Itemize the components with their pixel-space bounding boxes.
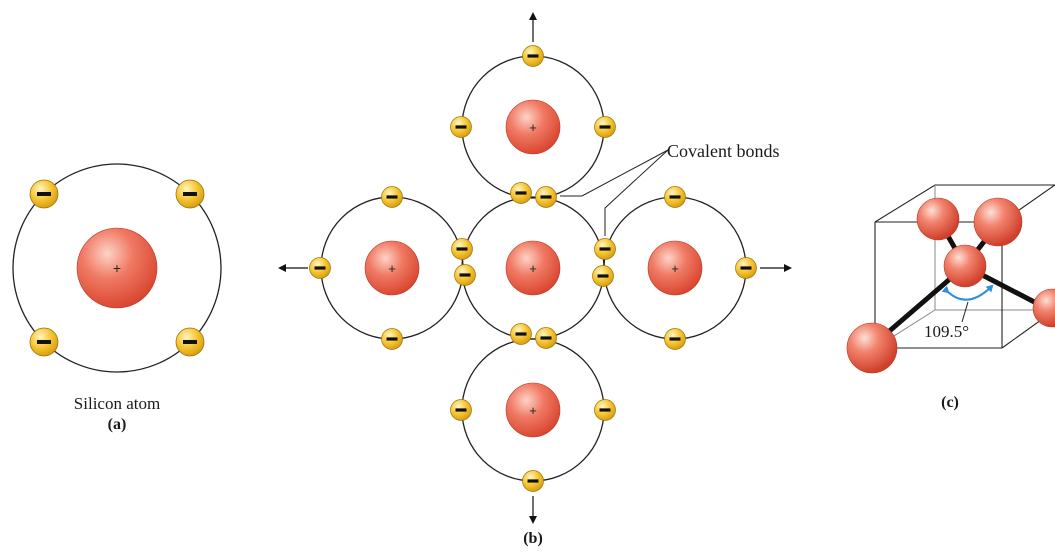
valence-electron bbox=[510, 323, 532, 345]
valence-electron bbox=[594, 238, 616, 260]
valence-electron bbox=[594, 116, 616, 138]
silicon-atom-sphere-center bbox=[943, 244, 987, 288]
bond-angle-label: 109.5° bbox=[922, 322, 972, 342]
nucleus-center: + bbox=[505, 240, 561, 296]
valence-electron bbox=[522, 470, 544, 492]
valence-electron bbox=[522, 45, 544, 67]
valence-electron bbox=[664, 328, 686, 350]
panel-a-silicon-atom: + bbox=[12, 163, 222, 373]
valence-electron bbox=[29, 179, 59, 209]
valence-electron bbox=[594, 399, 616, 421]
bond-angle-arc bbox=[941, 284, 994, 301]
valence-electron bbox=[450, 399, 472, 421]
covalent-bonds-label: Covalent bonds bbox=[667, 141, 780, 161]
panel-b-covalent-lattice: + + + + + bbox=[278, 12, 792, 524]
bond-leader-line bbox=[604, 149, 669, 236]
svg-text:+: + bbox=[671, 261, 679, 276]
nucleus bbox=[76, 227, 158, 309]
valence-electron bbox=[535, 327, 557, 349]
silicon-atom-sphere bbox=[973, 197, 1023, 247]
silicon-atom-sphere bbox=[916, 197, 960, 241]
nucleus-left: + bbox=[364, 240, 420, 296]
orbit-shell bbox=[12, 163, 222, 373]
svg-text:+: + bbox=[529, 403, 537, 418]
angle-leader-line bbox=[961, 301, 969, 323]
bond-leader-line bbox=[560, 149, 669, 197]
nucleus-top: + bbox=[505, 99, 561, 155]
valence-electron bbox=[381, 328, 403, 350]
valence-electron bbox=[735, 257, 757, 279]
valence-electron bbox=[29, 327, 59, 357]
valence-electron bbox=[309, 257, 331, 279]
valence-electron bbox=[381, 186, 403, 208]
valence-electron bbox=[175, 327, 205, 357]
valence-electron bbox=[451, 238, 473, 260]
svg-text:+: + bbox=[529, 120, 537, 135]
svg-text:+: + bbox=[388, 261, 396, 276]
valence-electron bbox=[175, 179, 205, 209]
nucleus-plus-sign: + bbox=[113, 260, 121, 276]
valence-electron bbox=[450, 116, 472, 138]
silicon-atom-sphere bbox=[1032, 288, 1055, 328]
valence-electron bbox=[454, 264, 476, 286]
panel-a-tag: (a) bbox=[107, 416, 127, 433]
valence-electron bbox=[664, 186, 686, 208]
nucleus-right: + bbox=[647, 240, 703, 296]
valence-electron bbox=[535, 186, 557, 208]
caption-silicon-atom: Silicon atom bbox=[73, 394, 161, 413]
nucleus-bottom: + bbox=[505, 382, 561, 438]
panel-b-tag: (b) bbox=[523, 530, 543, 547]
silicon-atom-sphere bbox=[846, 322, 898, 374]
valence-electron bbox=[592, 265, 614, 287]
panel-c-tag: (c) bbox=[941, 394, 959, 411]
svg-text:+: + bbox=[529, 261, 537, 276]
panel-c-tetrahedral-structure bbox=[846, 184, 1055, 374]
valence-electron bbox=[510, 182, 532, 204]
